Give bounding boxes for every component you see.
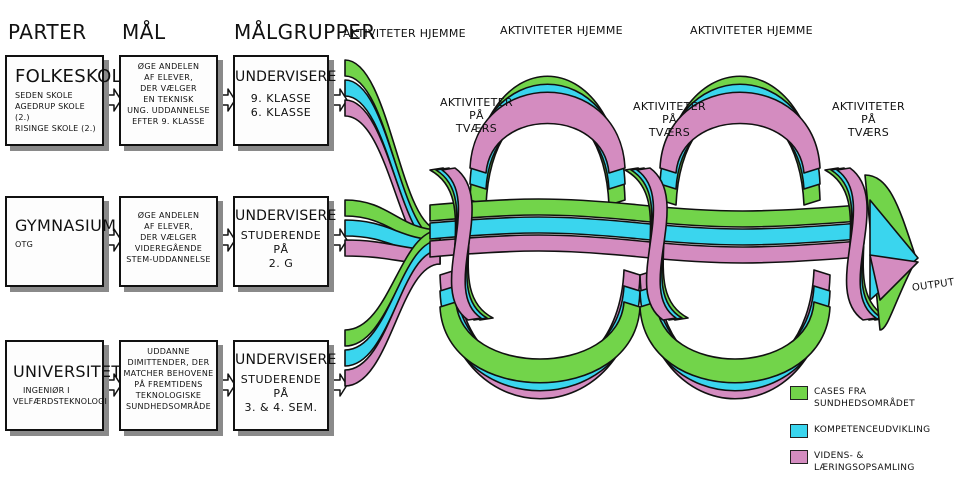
ribbon-knot: [636, 167, 677, 321]
activities-home-label-3: AKTIVITETER HJEMME: [690, 24, 813, 37]
connector-arrow: [106, 373, 122, 397]
activities-home-label-1: AKTIVITETER HJEMME: [343, 27, 466, 40]
target-box-gymnasium: UNDERVISERE STUDERENDE PÅ 2. G: [233, 196, 336, 287]
party-name: UNIVERSITET: [13, 362, 122, 381]
party-box-gymnasium: GYMNASIUM OTG: [5, 196, 117, 287]
connector-arrow: [332, 373, 348, 397]
party-name: GYMNASIUM: [15, 216, 117, 235]
header-maalgrupper: MÅLGRUPPER: [234, 20, 376, 44]
party-detail: RISINGE SKOLE (2.): [15, 124, 96, 133]
ribbon-arch-upper: [659, 91, 821, 174]
legend-swatch-cyan: [790, 424, 808, 438]
legend-item-videns: VIDENS- &LÆRINGSOPSAMLING: [790, 450, 915, 474]
connector-arrow: [332, 88, 348, 112]
target-box-universitet: UNDERVISERE STUDERENDE PÅ 3. & 4. SEM.: [233, 340, 336, 431]
party-detail: VELFÆRDSTEKNOLOGI: [13, 397, 108, 406]
ribbon-arch-lower: [639, 301, 831, 384]
legend-swatch-pink: [790, 450, 808, 464]
party-detail: SEDEN SKOLE: [15, 91, 73, 100]
output-arrow-tail: [869, 254, 919, 301]
connector-arrow: [220, 373, 236, 397]
legend-item-kompetence: KOMPETENCEUDVIKLING: [790, 424, 930, 438]
party-name: FOLKESKOLE: [15, 66, 134, 87]
connector-arrow: [106, 88, 122, 112]
ribbon-input: [344, 249, 441, 387]
target-box-folkeskole: UNDERVISERE 9. KLASSE 6. KLASSE: [233, 55, 336, 146]
party-box-folkeskole: FOLKESKOLE SEDEN SKOLE AGEDRUP SKOLE (2.…: [5, 55, 134, 146]
connector-arrow: [220, 228, 236, 252]
header-parter: PARTER: [8, 20, 87, 44]
party-detail: OTG: [15, 240, 33, 249]
connector-arrow: [106, 228, 122, 252]
connector-arrow: [332, 228, 348, 252]
party-detail: AGEDRUP SKOLE (2.): [15, 102, 85, 122]
party-detail: INGENIØR I: [23, 386, 70, 395]
ribbon-arch-upper: [469, 91, 626, 174]
ribbon-knot: [836, 167, 877, 321]
ribbon-knot: [441, 167, 482, 321]
legend-swatch-green: [790, 386, 808, 400]
connector-arrow: [220, 88, 236, 112]
party-box-universitet: UNIVERSITET INGENIØR I VELFÆRDSTEKNOLOGI: [5, 340, 122, 431]
activities-home-label-2: AKTIVITETER HJEMME: [500, 24, 623, 37]
header-maal: MÅL: [122, 20, 166, 44]
